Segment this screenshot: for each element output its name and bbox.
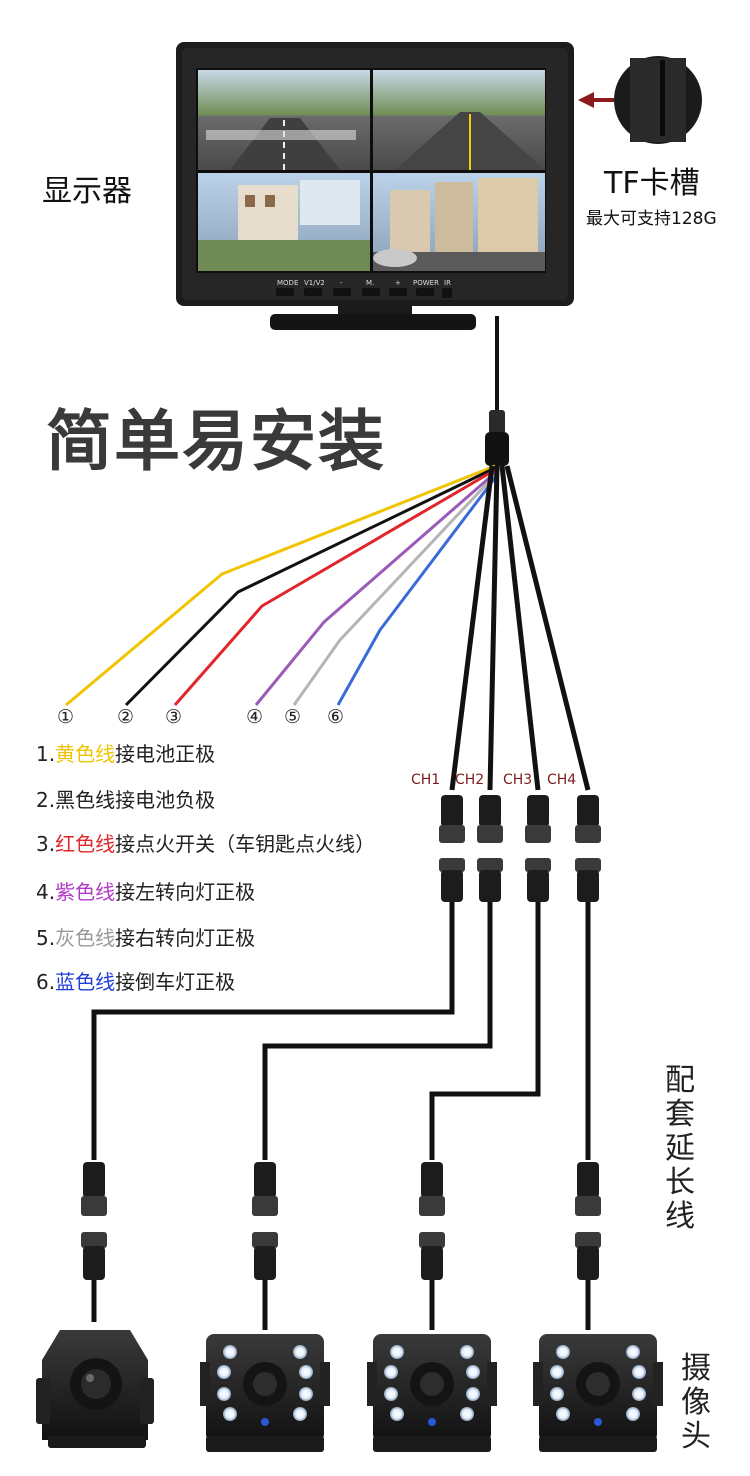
- channel-cable-ch4: [504, 465, 591, 791]
- legend-line-6: 6.蓝色线接倒车灯正极: [36, 966, 235, 995]
- camera-connector-3: [419, 1162, 445, 1330]
- display-label: 显示器: [42, 174, 132, 209]
- monitor-screen-quad-2: [373, 70, 545, 170]
- menu-button[interactable]: [362, 288, 380, 296]
- mode-button[interactable]: [276, 288, 294, 296]
- extension-cable-3: [429, 902, 541, 1160]
- legend-prefix-2: 2.: [36, 788, 56, 812]
- button-label-menu: M.: [366, 279, 374, 287]
- wire-gray: [292, 471, 499, 706]
- wire-number-2: ②: [117, 706, 135, 728]
- monitor-stand: [270, 314, 476, 330]
- wire-red: [173, 468, 496, 706]
- legend-prefix-6: 6.: [36, 970, 56, 994]
- legend-text-6: 接倒车灯正极: [115, 970, 236, 994]
- wire-number-3: ③: [165, 706, 183, 728]
- channel-label-ch3: CH3: [503, 772, 533, 788]
- legend-line-5: 5.灰色线接右转向灯正极: [36, 922, 255, 951]
- extension-cables: [91, 902, 591, 1160]
- legend-text-2: 接电池负极: [115, 788, 216, 812]
- button-label-plus: +: [395, 279, 401, 287]
- monitor-screen-quad-1: [198, 70, 370, 170]
- legend-prefix-1: 1.: [36, 742, 56, 766]
- button-label-power: POWER: [413, 279, 439, 287]
- connector-ch4: [575, 795, 601, 902]
- tf-arrow-head: [578, 92, 594, 108]
- harness-connector-top: [489, 410, 505, 434]
- legend-prefix-3: 3.: [36, 832, 56, 856]
- minus-button[interactable]: [333, 288, 351, 296]
- channel-cables: [449, 465, 591, 791]
- channel-label-ch1: CH1: [411, 772, 441, 788]
- ir-receiver: [442, 288, 452, 298]
- camera-connector-1: [81, 1162, 107, 1322]
- monitor-screen-quad-4: [373, 173, 545, 271]
- wire-yellow: [65, 464, 496, 707]
- monitor-button-row: MODE V1/V2 - M. + POWER IR: [276, 279, 452, 298]
- headline: 简单易安装: [46, 403, 386, 480]
- extension-cable-1: [91, 902, 455, 1160]
- wire-number-6: ⑥: [327, 706, 345, 728]
- legend-line-2: 2.黑色线接电池负极: [36, 784, 215, 813]
- monitor-screen-quad-3: [198, 173, 370, 271]
- legend-text-4: 接左转向灯正极: [115, 880, 256, 904]
- connector-ch2: [477, 795, 503, 902]
- legend-prefix-5: 5.: [36, 926, 56, 950]
- camera-4-led: [533, 1334, 663, 1452]
- wire-number-5: ⑤: [284, 706, 302, 728]
- button-label-mode: MODE: [277, 279, 298, 287]
- legend-color-blue: 蓝色线: [55, 970, 116, 994]
- tf-slot-label: TF卡槽: [604, 166, 700, 201]
- camera-1-box: [36, 1330, 154, 1448]
- channel-label-ch2: CH2: [455, 772, 485, 788]
- camera-label: 摄像头: [681, 1351, 711, 1454]
- monitor: MODE V1/V2 - M. + POWER IR: [176, 42, 574, 330]
- wire-black: [124, 466, 496, 707]
- tf-capacity-label: 最大可支持128G: [586, 209, 717, 229]
- wire-purple: [254, 470, 497, 706]
- legend-prefix-4: 4.: [36, 880, 56, 904]
- legend-text-5: 接右转向灯正极: [115, 926, 256, 950]
- legend-color-purple: 紫色线: [55, 880, 116, 904]
- channel-cable-ch1: [449, 465, 495, 791]
- harness-connector: [485, 432, 509, 466]
- power-button[interactable]: [416, 288, 434, 296]
- legend-text-3: 接点火开关（车钥匙点火线）: [115, 832, 376, 856]
- legend-line-1: 1.黄色线接电池正极: [36, 738, 215, 767]
- legend-text-1: 接电池正极: [115, 742, 216, 766]
- camera-connector-4: [575, 1162, 601, 1330]
- legend-line-3: 3.红色线接点火开关（车钥匙点火线）: [36, 828, 375, 857]
- wire-blue: [336, 473, 500, 706]
- button-label-v1v2: V1/V2: [304, 279, 325, 287]
- extension-cable-label: 配套延长线: [665, 1063, 695, 1234]
- channel-cable-ch2: [487, 465, 500, 791]
- camera-2-led: [200, 1334, 330, 1452]
- extension-cable-2: [262, 902, 493, 1160]
- power-wires: [65, 464, 500, 707]
- channel-cable-ch3: [499, 465, 541, 791]
- connector-ch1: [439, 795, 465, 902]
- camera-connectors: [81, 1162, 601, 1330]
- camera-connector-2: [252, 1162, 278, 1330]
- button-label-ir: IR: [444, 279, 451, 287]
- tf-slot-zoom: [578, 56, 702, 144]
- plus-button[interactable]: [389, 288, 407, 296]
- legend-color-black: 黑色线: [55, 788, 116, 812]
- wire-number-1: ①: [57, 706, 75, 728]
- channel-label-ch4: CH4: [547, 772, 577, 788]
- legend-color-gray: 灰色线: [55, 926, 116, 950]
- button-label-minus: -: [340, 279, 343, 287]
- v1v2-button[interactable]: [304, 288, 322, 296]
- channel-connectors: [439, 795, 601, 902]
- wire-number-4: ④: [246, 706, 264, 728]
- legend-color-red: 红色线: [55, 832, 116, 856]
- legend-color-yellow: 黄色线: [55, 742, 116, 766]
- connector-ch3: [525, 795, 551, 902]
- camera-3-led: [367, 1334, 497, 1452]
- legend-line-4: 4.紫色线接左转向灯正极: [36, 876, 255, 905]
